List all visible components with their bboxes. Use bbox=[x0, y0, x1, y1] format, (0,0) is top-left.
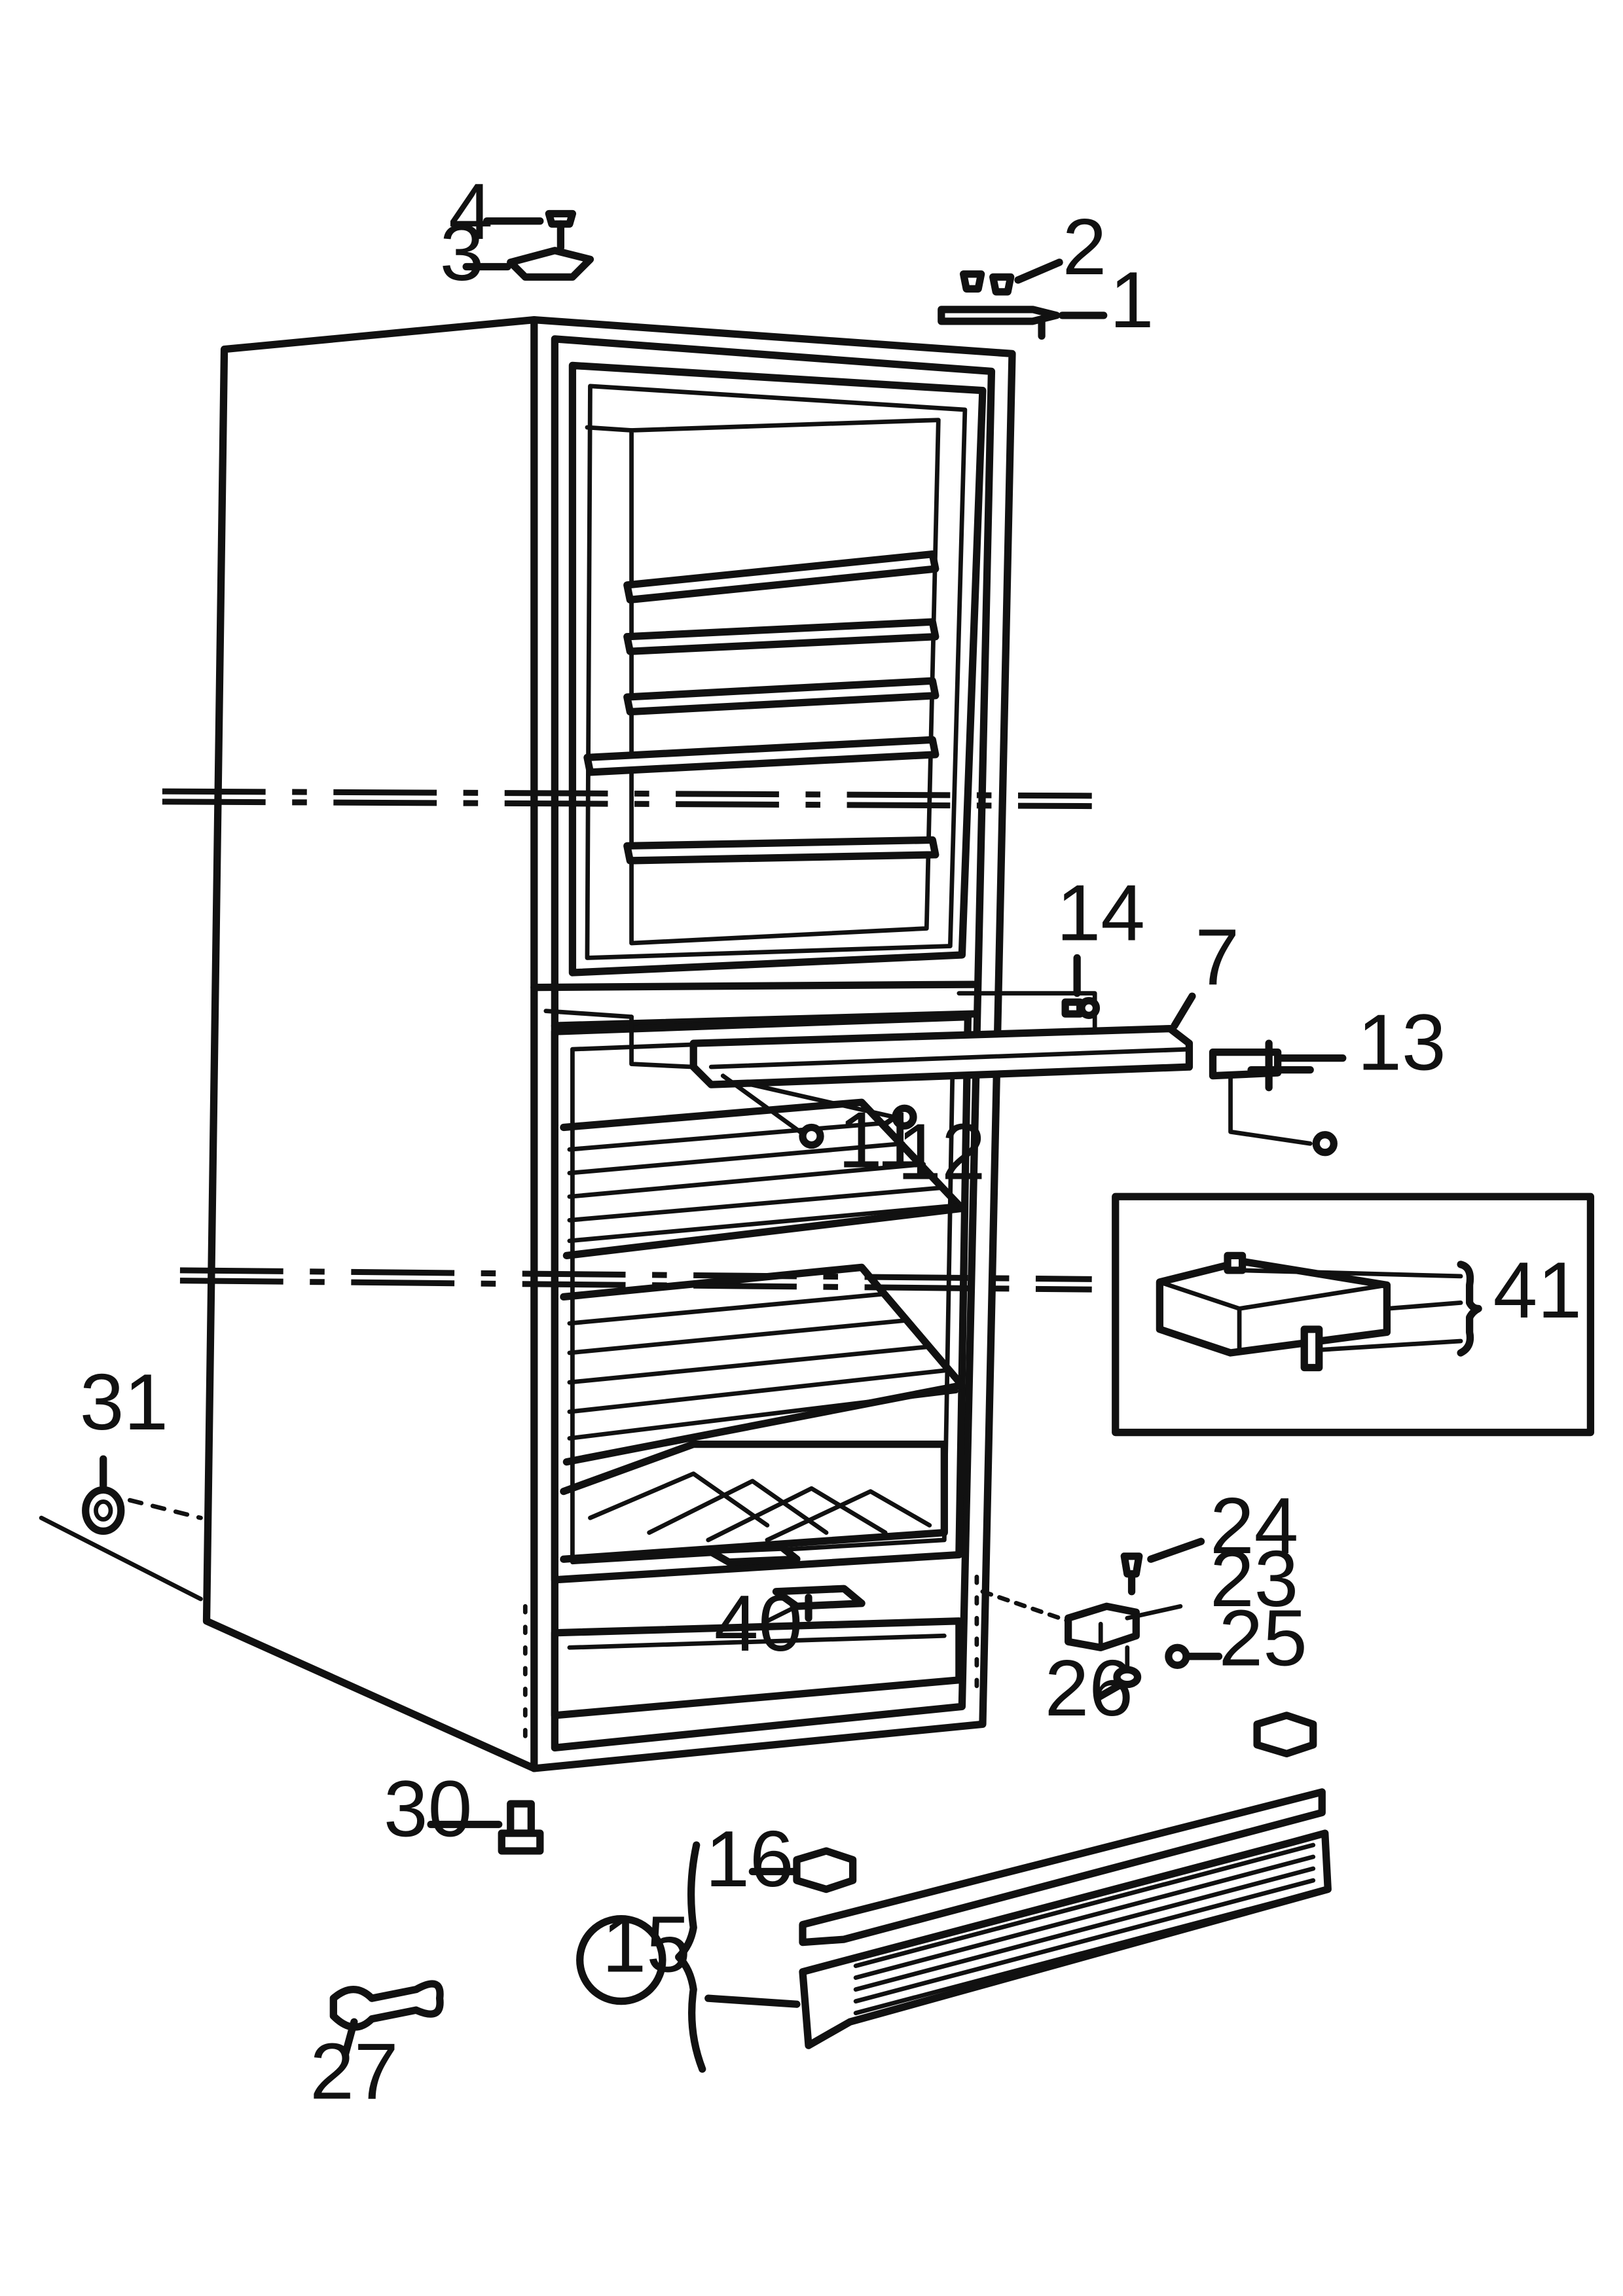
callout-3: 3 bbox=[440, 208, 484, 297]
part-2-caps bbox=[959, 259, 1063, 296]
part-30-screw bbox=[427, 1800, 544, 1855]
callout-labels: 4 3 2 1 14 7 13 11 12 41 31 24 23 25 26 … bbox=[80, 167, 1582, 2115]
part-16-clip bbox=[748, 1847, 857, 1893]
callout-11: 11 bbox=[838, 1095, 921, 1184]
callout-24: 24 bbox=[1210, 1481, 1298, 1570]
callout-15: 15 bbox=[602, 1900, 690, 1989]
callout-12: 12 bbox=[897, 1107, 985, 1196]
part-25-screw bbox=[1165, 1643, 1223, 1669]
part-3-hinge-cap bbox=[462, 247, 594, 281]
callout-14: 14 bbox=[1057, 869, 1145, 958]
part-15-kick-grille bbox=[576, 1788, 1332, 2073]
callout-7: 7 bbox=[1195, 912, 1239, 1001]
callout-23: 23 bbox=[1210, 1534, 1298, 1623]
part-23-lower-hinge bbox=[980, 1589, 1183, 1651]
callout-25: 25 bbox=[1219, 1593, 1307, 1682]
part-11-screw bbox=[720, 1073, 824, 1149]
section-break-lines bbox=[162, 788, 1092, 1293]
part-1-top-hinge bbox=[938, 306, 1108, 340]
callout-26: 26 bbox=[1045, 1643, 1133, 1732]
wire-shelf-upper bbox=[560, 1098, 966, 1259]
part-4-screw bbox=[483, 209, 577, 251]
part-24-hinge-pin bbox=[1120, 1537, 1205, 1596]
part-12-screw bbox=[742, 1081, 917, 1130]
part-7-mullion-bar bbox=[543, 991, 1196, 1088]
part-13-hinge-bracket bbox=[1209, 1039, 1347, 1157]
inset-box-part-41 bbox=[1112, 1193, 1595, 1437]
refrigerator-cabinet bbox=[202, 315, 1016, 1772]
callout-30: 30 bbox=[384, 1765, 472, 1854]
part-41-door-light-switch bbox=[1156, 1251, 1482, 1372]
callout-31: 31 bbox=[80, 1357, 168, 1446]
part-40-bracket bbox=[704, 1543, 866, 1624]
callout-4: 4 bbox=[448, 167, 493, 256]
callout-40: 40 bbox=[714, 1579, 803, 1668]
part-16-clip-upper bbox=[1253, 1712, 1317, 1758]
part-14-bushing bbox=[1061, 954, 1101, 1019]
part-26-washer bbox=[1094, 1645, 1142, 1702]
callout-27: 27 bbox=[310, 2026, 398, 2115]
callout-1: 1 bbox=[1110, 255, 1154, 344]
callout-41: 41 bbox=[1493, 1246, 1582, 1335]
callout-2: 2 bbox=[1063, 202, 1107, 291]
part-27-wrench bbox=[329, 1980, 444, 2058]
part-31-leveler bbox=[39, 1455, 203, 1602]
wire-shelf-middle bbox=[560, 1263, 966, 1466]
callout-13: 13 bbox=[1357, 998, 1446, 1087]
crisper-tray bbox=[560, 1440, 948, 1563]
callout-16: 16 bbox=[705, 1814, 793, 1903]
